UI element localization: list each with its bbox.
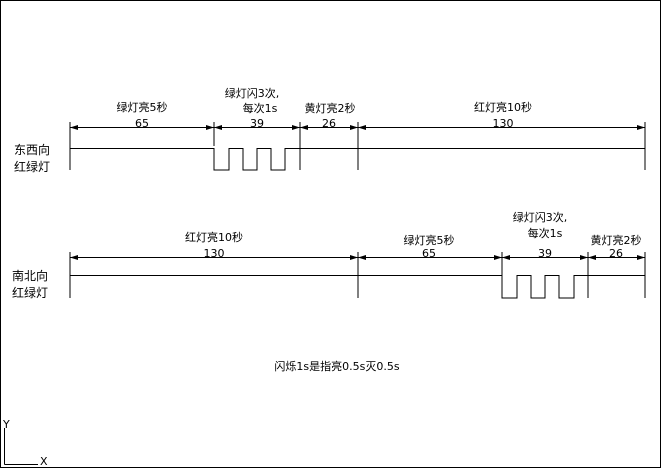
segment-label: 红灯亮10秒 [474, 100, 532, 114]
ucs-icon: Y X [2, 418, 48, 468]
segment-value: 26 [322, 117, 336, 130]
segment-label: 黄灯亮2秒 [305, 101, 356, 115]
row-label-line2: 红绿灯 [14, 159, 50, 174]
segment-value: 130 [204, 247, 225, 260]
segment-value: 65 [422, 247, 436, 260]
segment-label-line2: 每次1s [528, 226, 563, 240]
ucs-y-label: Y [2, 418, 10, 431]
flash-note: 闪烁1s是指亮0.5s灭0.5s [274, 359, 399, 373]
dimension-arrows [70, 125, 645, 130]
row-label-line1: 东西向 [14, 142, 50, 157]
ucs-x-label: X [40, 455, 48, 468]
segment-value: 65 [135, 117, 149, 130]
row-label-line1: 南北向 [12, 268, 48, 283]
row-east-west: 东西向 红绿灯 绿灯亮5秒 65 绿灯闪3次, 每次1s [14, 86, 646, 174]
dimension-line [69, 122, 646, 170]
dimension-arrows [70, 255, 645, 260]
segment-value: 39 [250, 117, 264, 130]
segment-value: 130 [493, 117, 514, 130]
segment-label-line1: 绿灯闪3次, [225, 86, 280, 100]
row-north-south: 南北向 红绿灯 红灯亮10秒 130 绿灯亮5秒 65 绿灯闪3次, 每次1s [12, 210, 646, 300]
segment-value: 39 [538, 247, 552, 260]
signal-waveform [70, 275, 645, 299]
segment-label: 黄灯亮2秒 [591, 233, 642, 247]
row-label-line2: 红绿灯 [12, 285, 48, 300]
segment-label-line1: 绿灯闪3次, [513, 210, 568, 224]
segment-value: 26 [609, 247, 623, 260]
segment-label: 红灯亮10秒 [185, 230, 243, 244]
segment-label: 绿灯亮5秒 [404, 233, 455, 247]
segment-label: 绿灯亮5秒 [117, 100, 168, 114]
signal-waveform [70, 148, 645, 171]
segment-label-line2: 每次1s [243, 101, 278, 115]
